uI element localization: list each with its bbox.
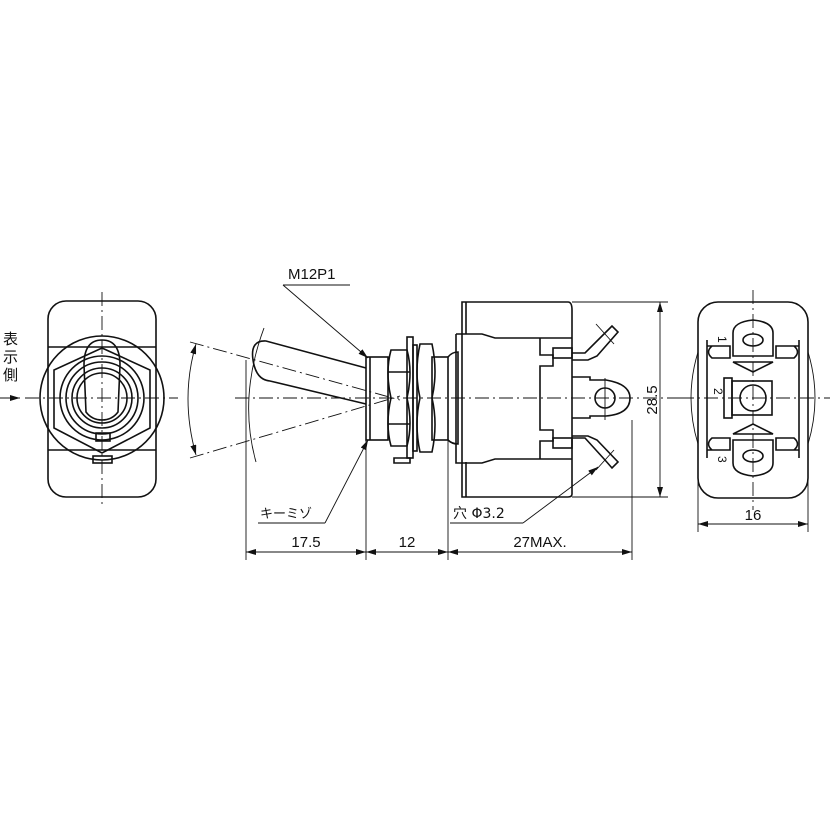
switch-body bbox=[461, 301, 573, 498]
hex-nut bbox=[53, 347, 151, 454]
bushing bbox=[365, 356, 389, 441]
rear-view: 1 2 3 16 bbox=[680, 290, 830, 532]
rear-terminal-2 bbox=[731, 380, 773, 416]
rear-terminal-1 bbox=[732, 319, 774, 357]
side-label-char-1: 表 bbox=[3, 330, 18, 348]
height-dimension-label: 28.5 bbox=[644, 385, 661, 414]
key-tab-inner bbox=[95, 432, 111, 442]
side-label-char-2: 示 bbox=[3, 348, 18, 366]
terminal-label-3: 3 bbox=[715, 456, 729, 463]
terminal-lower bbox=[572, 435, 620, 470]
key-tab-outer bbox=[92, 455, 113, 464]
toggle-lever bbox=[251, 340, 367, 405]
terminal-upper bbox=[572, 324, 620, 361]
terminal-center bbox=[572, 376, 631, 419]
rear-body-outline bbox=[697, 301, 809, 499]
thread-label: M12P1 bbox=[288, 266, 336, 283]
lever-length-label: 17.5 bbox=[291, 534, 320, 551]
terminal-label-1: 1 bbox=[715, 336, 729, 343]
lever-sweep-arc bbox=[248, 327, 265, 463]
width-dimension-label: 16 bbox=[745, 507, 762, 524]
keyway-label: キーミゾ bbox=[260, 507, 312, 522]
rear-terminal-3 bbox=[732, 439, 774, 477]
hole-label: 穴 Φ3.2 bbox=[453, 506, 505, 522]
hex-nut-2 bbox=[416, 343, 436, 453]
side-label-char-3: 側 bbox=[3, 366, 18, 384]
lever-tip bbox=[83, 339, 121, 421]
angle-dimension bbox=[187, 343, 197, 456]
body-length-label: 27MAX. bbox=[513, 534, 566, 551]
terminal-label-2: 2 bbox=[711, 388, 725, 395]
side-view: M12P1 キーミゾ 穴 Φ3.2 28.5 bbox=[187, 266, 680, 560]
front-view: 表 示 側 bbox=[0, 292, 178, 505]
bushing-length-label: 12 bbox=[399, 534, 416, 551]
